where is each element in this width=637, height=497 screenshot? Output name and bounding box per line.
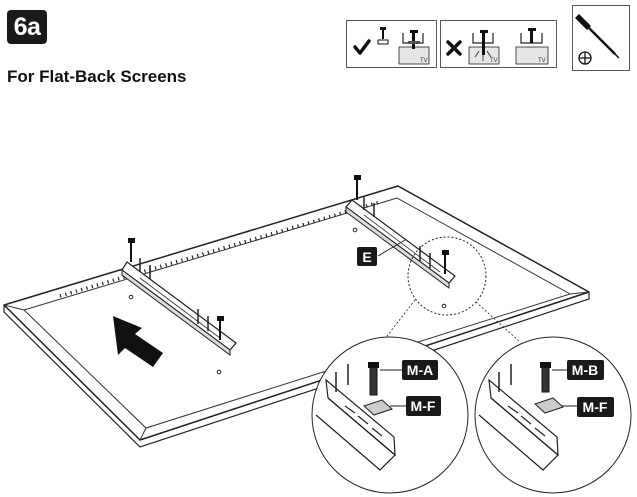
tv-screen-back (3, 185, 590, 448)
callout-leader (379, 299, 416, 346)
tv-label: TV (490, 58, 498, 64)
overtightened-screw-icon: TV (468, 30, 500, 65)
bolt-icon (441, 250, 449, 309)
svg-text:M-A: M-A (407, 362, 433, 378)
correct-usage-box: TV (346, 20, 437, 68)
part-label-m-a: M-A (380, 360, 438, 380)
part-label-m-f: M-F (562, 397, 614, 417)
tv-label: TV (538, 58, 546, 64)
mounting-bracket-left (121, 258, 237, 356)
mounted-screw-correct-icon: TV (398, 30, 430, 65)
tv-label: TV (420, 58, 428, 64)
x-mark-icon (446, 40, 462, 56)
bolt-icon (216, 316, 224, 375)
incorrect-usage-box: TV TV (440, 20, 557, 68)
page-title: For Flat-Back Screens (7, 67, 187, 86)
svg-text:M-F: M-F (411, 398, 436, 414)
loose-screw-icon: TV (515, 28, 549, 65)
phillips-head-symbol (578, 51, 592, 65)
bolt-icon (128, 238, 135, 300)
part-label-m-b: M-B (552, 360, 604, 380)
part-label-m-f: M-F (390, 396, 441, 416)
phillips-screwdriver-icon (575, 14, 620, 59)
svg-text:M-B: M-B (572, 362, 598, 378)
svg-text:M-F: M-F (583, 399, 608, 415)
detail-callout-circle (407, 236, 487, 316)
direction-arrow-icon (113, 316, 163, 367)
bracket-label-e: E (357, 239, 406, 266)
svg-text:E: E (362, 249, 371, 265)
bolt-icon (352, 175, 361, 233)
detail-view-left (311, 336, 469, 494)
check-mark-icon (353, 39, 371, 55)
mounting-bracket-right (345, 196, 456, 289)
tool-box (572, 5, 630, 71)
step-number-badge: 6a (7, 10, 47, 44)
washer-screw-icon (377, 27, 389, 45)
callout-leader (475, 301, 521, 343)
